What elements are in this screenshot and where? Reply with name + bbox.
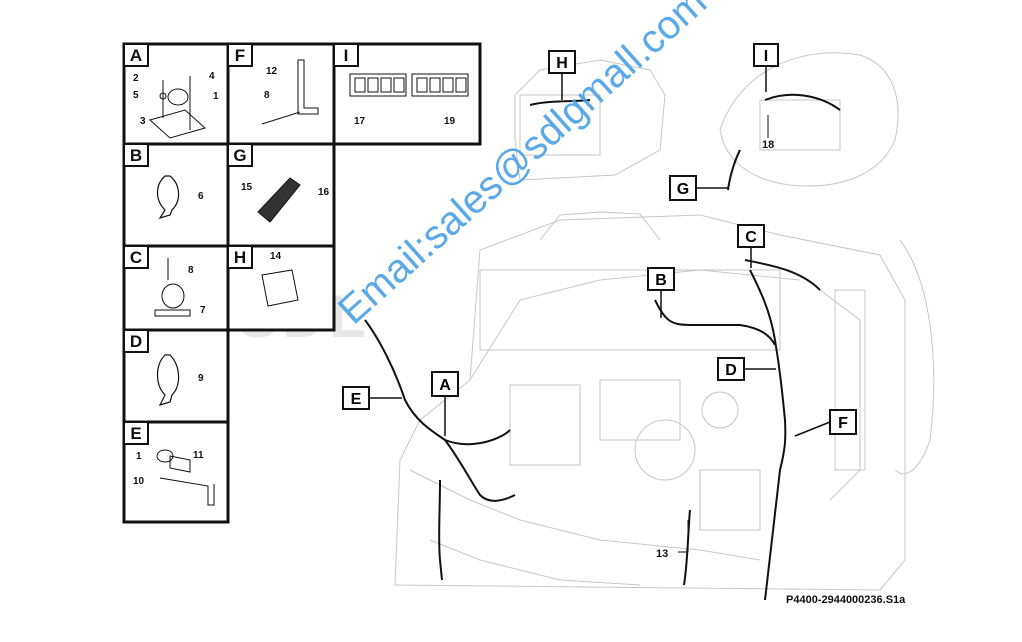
svg-text:B: B xyxy=(130,146,142,165)
reference-code: P4400-2944000236.S1a xyxy=(786,594,906,606)
svg-text:15: 15 xyxy=(241,182,253,193)
panel-C-letter: C xyxy=(123,245,149,269)
svg-text:A: A xyxy=(130,46,142,65)
panel-C-content: 8 7 xyxy=(154,258,206,317)
svg-text:16: 16 xyxy=(318,187,330,198)
svg-text:I: I xyxy=(344,46,349,65)
svg-text:C: C xyxy=(745,229,757,246)
svg-text:G: G xyxy=(677,181,689,198)
svg-text:17: 17 xyxy=(354,116,366,127)
callout-A: A xyxy=(431,371,459,436)
svg-text:7: 7 xyxy=(200,305,206,316)
svg-text:8: 8 xyxy=(188,265,194,276)
svg-text:8: 8 xyxy=(264,90,270,101)
callout-H: H xyxy=(548,50,576,100)
callout-B: B xyxy=(647,267,675,318)
panel-E-letter: E xyxy=(123,421,149,445)
svg-text:F: F xyxy=(235,46,245,65)
svg-text:H: H xyxy=(234,248,246,267)
panel-A-letter: A xyxy=(123,43,149,67)
callout-C: C xyxy=(737,224,765,268)
part-number-18: 18 xyxy=(762,139,774,151)
svg-text:5: 5 xyxy=(133,90,139,101)
panel-H-content: 14 xyxy=(261,251,299,307)
svg-text:E: E xyxy=(351,391,362,408)
svg-text:19: 19 xyxy=(444,116,456,127)
panel-F-letter: F xyxy=(227,43,253,67)
svg-text:D: D xyxy=(130,332,142,351)
svg-text:9: 9 xyxy=(198,373,204,384)
svg-text:B: B xyxy=(655,272,667,289)
svg-text:3: 3 xyxy=(140,116,146,127)
callout-G: G xyxy=(669,175,728,201)
panel-letters: A F I B G C H D E xyxy=(123,43,359,445)
part-leaders xyxy=(678,115,769,553)
svg-text:10: 10 xyxy=(133,476,145,487)
panel-H-letter: H xyxy=(227,245,253,269)
callout-E: E xyxy=(342,386,402,410)
panel-D-letter: D xyxy=(123,329,149,353)
panel-G-content: 15 16 xyxy=(241,177,330,223)
svg-text:A: A xyxy=(439,377,451,394)
svg-text:1: 1 xyxy=(136,451,142,462)
detail-panels xyxy=(122,42,482,524)
svg-text:11: 11 xyxy=(193,450,204,461)
svg-text:F: F xyxy=(838,415,848,432)
panel-A-content: 2 4 5 1 3 xyxy=(133,71,219,139)
svg-text:14: 14 xyxy=(270,251,282,262)
callout-D: D xyxy=(717,357,776,381)
svg-text:C: C xyxy=(130,248,142,267)
part-number-13: 13 xyxy=(656,548,668,560)
svg-text:1: 1 xyxy=(213,91,219,102)
svg-text:H: H xyxy=(556,55,568,72)
callout-F: F xyxy=(794,409,857,437)
panel-I-letter: I xyxy=(333,43,359,67)
svg-text:6: 6 xyxy=(198,191,204,202)
panel-B-content: 6 xyxy=(156,175,204,220)
panel-D-content: 9 xyxy=(156,354,204,406)
svg-text:I: I xyxy=(764,48,768,65)
panel-B-letter: B xyxy=(123,143,149,167)
panel-I-content: 17 19 xyxy=(349,73,469,127)
panel-G-letter: G xyxy=(227,143,253,167)
callout-I: I xyxy=(753,43,779,92)
panel-F-content: 12 8 xyxy=(261,59,319,125)
svg-text:2: 2 xyxy=(133,73,139,84)
svg-text:G: G xyxy=(233,146,246,165)
svg-text:E: E xyxy=(130,424,141,443)
panel-E-content: 1 11 10 xyxy=(133,449,215,506)
wiring-harness xyxy=(364,93,841,601)
svg-text:D: D xyxy=(725,362,737,379)
svg-text:4: 4 xyxy=(209,71,215,82)
svg-text:12: 12 xyxy=(266,66,278,77)
